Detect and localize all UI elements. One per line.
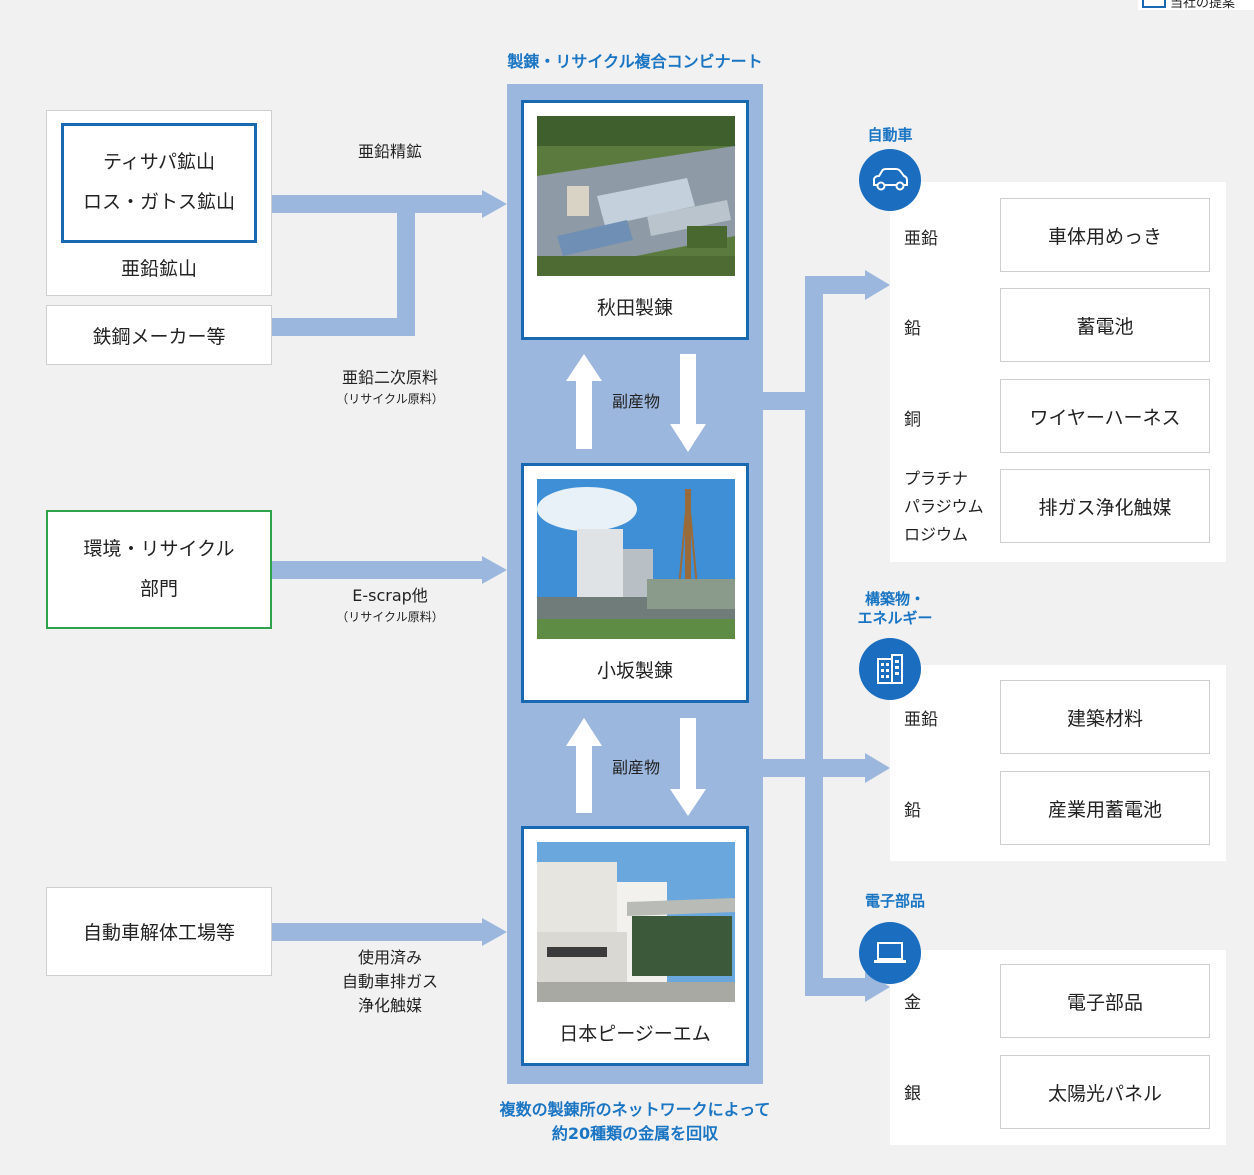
arrow-mines-head (482, 190, 507, 218)
legend-swatch (1142, 0, 1166, 8)
legend: 当社の提案 (1138, 0, 1254, 10)
byproduct-up-1-shaft (576, 377, 592, 449)
combinat-bottom-line1: 複数の製錬所のネットワークによって (499, 1100, 771, 1119)
escrap-text: E-scrap他 (352, 586, 428, 605)
combinat-title: 製錬・リサイクル複合コンビナート (507, 52, 763, 71)
recycle-note-2: （リサイクル原料） (336, 610, 444, 624)
metal-electronics-1: 銀 (904, 1084, 921, 1104)
mines-box: ティサパ鉱山 ロス・ガトス鉱山 (61, 123, 257, 243)
akita-photo (537, 116, 735, 276)
panel-auto: 亜鉛 車体用めっき 鉛 蓄電池 銅 ワイヤーハーネス プラチナ パラジウム ロジ… (890, 182, 1226, 562)
use-auto-3: 排ガス浄化触媒 (1000, 469, 1210, 543)
combinat-bottom-line2: 約20種類の金属を回収 (551, 1124, 719, 1143)
pgm-name: 日本ピージーエム (559, 1022, 711, 1045)
auto-dismantler-box: 自動車解体工場等 (46, 887, 272, 976)
byproduct-down-1-head (670, 424, 706, 452)
zinc-mine-label: 亜鉛鉱山 (120, 258, 197, 280)
flow-label-byproduct-2: 副産物 (611, 758, 660, 777)
akita-name: 秋田製錬 (596, 296, 673, 319)
byproduct-up-2-head (566, 718, 602, 746)
use-auto-2: ワイヤーハーネス (1000, 379, 1210, 453)
kosaka-photo (537, 479, 735, 639)
auto-dismantler-label: 自動車解体工場等 (82, 922, 235, 944)
metal-platinum: プラチナ (904, 469, 969, 488)
arrow-mines-shaft (272, 195, 482, 213)
combinat-bottom-text: 複数の製錬所のネットワークによって 約20種類の金属を回収 (440, 1098, 830, 1146)
category-electronics-title: 電子部品 (864, 892, 925, 910)
metal-building-1: 鉛 (904, 801, 921, 821)
zinc-conc-text: 亜鉛精鉱 (357, 142, 422, 161)
metal-rhodium: ロジウム (904, 525, 969, 544)
arrow-out-electronics-head (865, 972, 890, 1002)
arrow-auto-head (482, 918, 507, 946)
use-auto-1: 蓄電池 (1000, 288, 1210, 362)
steel-maker-box: 鉄鋼メーカー等 (46, 305, 272, 365)
mine-los-gatos: ロス・ガトス鉱山 (82, 191, 235, 213)
metal-auto-1: 鉛 (904, 319, 921, 339)
metal-building-0: 亜鉛 (904, 710, 938, 730)
plant-akita: 秋田製錬 (521, 100, 749, 340)
catalyst-line3: 浄化触媒 (357, 996, 422, 1015)
laptop-icon (859, 922, 921, 984)
mine-tizapa: ティサパ鉱山 (102, 151, 216, 174)
metal-auto-3: プラチナ パラジウム ロジウム (904, 465, 984, 549)
category-building-title: 構築物・ エネルギー (840, 590, 950, 628)
building-title-line2: エネルギー (857, 608, 933, 627)
env-recycle-line2: 部門 (139, 577, 178, 600)
category-auto-title: 自動車 (867, 126, 913, 144)
recycle-note-1: （リサイクル原料） (336, 392, 444, 406)
use-auto-0: 車体用めっき (1000, 198, 1210, 272)
metal-auto-2: 銅 (904, 410, 921, 430)
byproduct-down-2-head (670, 789, 706, 816)
building-icon (859, 638, 921, 700)
use-electronics-1: 太陽光パネル (1000, 1055, 1210, 1129)
arrow-out-building-head (865, 753, 890, 783)
legend-label: 当社の提案 (1170, 0, 1236, 10)
metal-palladium: パラジウム (904, 497, 984, 516)
flow-label-escrap: E-scrap他 （リサイクル原料） (310, 584, 470, 626)
use-building-0: 建築材料 (1000, 680, 1210, 754)
flow-label-catalyst: 使用済み 自動車排ガス 浄化触媒 (310, 946, 470, 1018)
plant-kosaka: 小坂製錬 (521, 463, 749, 703)
flow-label-zinc-secondary: 亜鉛二次原料 （リサイクル原料） (310, 366, 470, 408)
flow-label-zinc-conc: 亜鉛精鉱 (320, 140, 460, 164)
panel-electronics: 金 電子部品 銀 太陽光パネル (890, 950, 1226, 1145)
arrow-env-head (482, 556, 507, 584)
arrow-env-shaft (272, 561, 482, 579)
env-recycle-box: 環境・リサイクル 部門 (46, 510, 272, 629)
kosaka-name: 小坂製錬 (596, 659, 673, 682)
metal-electronics-0: 金 (904, 993, 921, 1013)
byproduct-down-1-shaft (680, 354, 696, 428)
use-electronics-0: 電子部品 (1000, 964, 1210, 1038)
arrow-auto-shaft (272, 923, 482, 941)
car-icon (859, 149, 921, 211)
byproduct-up-1-head (566, 354, 602, 381)
pgm-photo (537, 842, 735, 1002)
catalyst-line1: 使用済み (357, 948, 422, 967)
metal-auto-0: 亜鉛 (904, 229, 938, 249)
flow-label-byproduct-1: 副産物 (611, 392, 660, 411)
building-title-line1: 構築物・ (864, 590, 925, 608)
byproduct-down-2-shaft (680, 718, 696, 792)
arrow-out-auto-head (865, 270, 890, 300)
env-recycle-line1: 環境・リサイクル (83, 537, 235, 560)
panel-building: 亜鉛 建築材料 鉛 産業用蓄電池 (890, 665, 1226, 861)
steel-maker-label: 鉄鋼メーカー等 (92, 325, 226, 348)
plant-pgm: 日本ピージーエム (521, 826, 749, 1066)
zinc-secondary-text: 亜鉛二次原料 (341, 368, 438, 387)
arrow-steel-shaft (272, 318, 415, 336)
catalyst-line2: 自動車排ガス (341, 972, 438, 991)
byproduct-up-2-shaft (576, 743, 592, 813)
use-building-1: 産業用蓄電池 (1000, 771, 1210, 845)
